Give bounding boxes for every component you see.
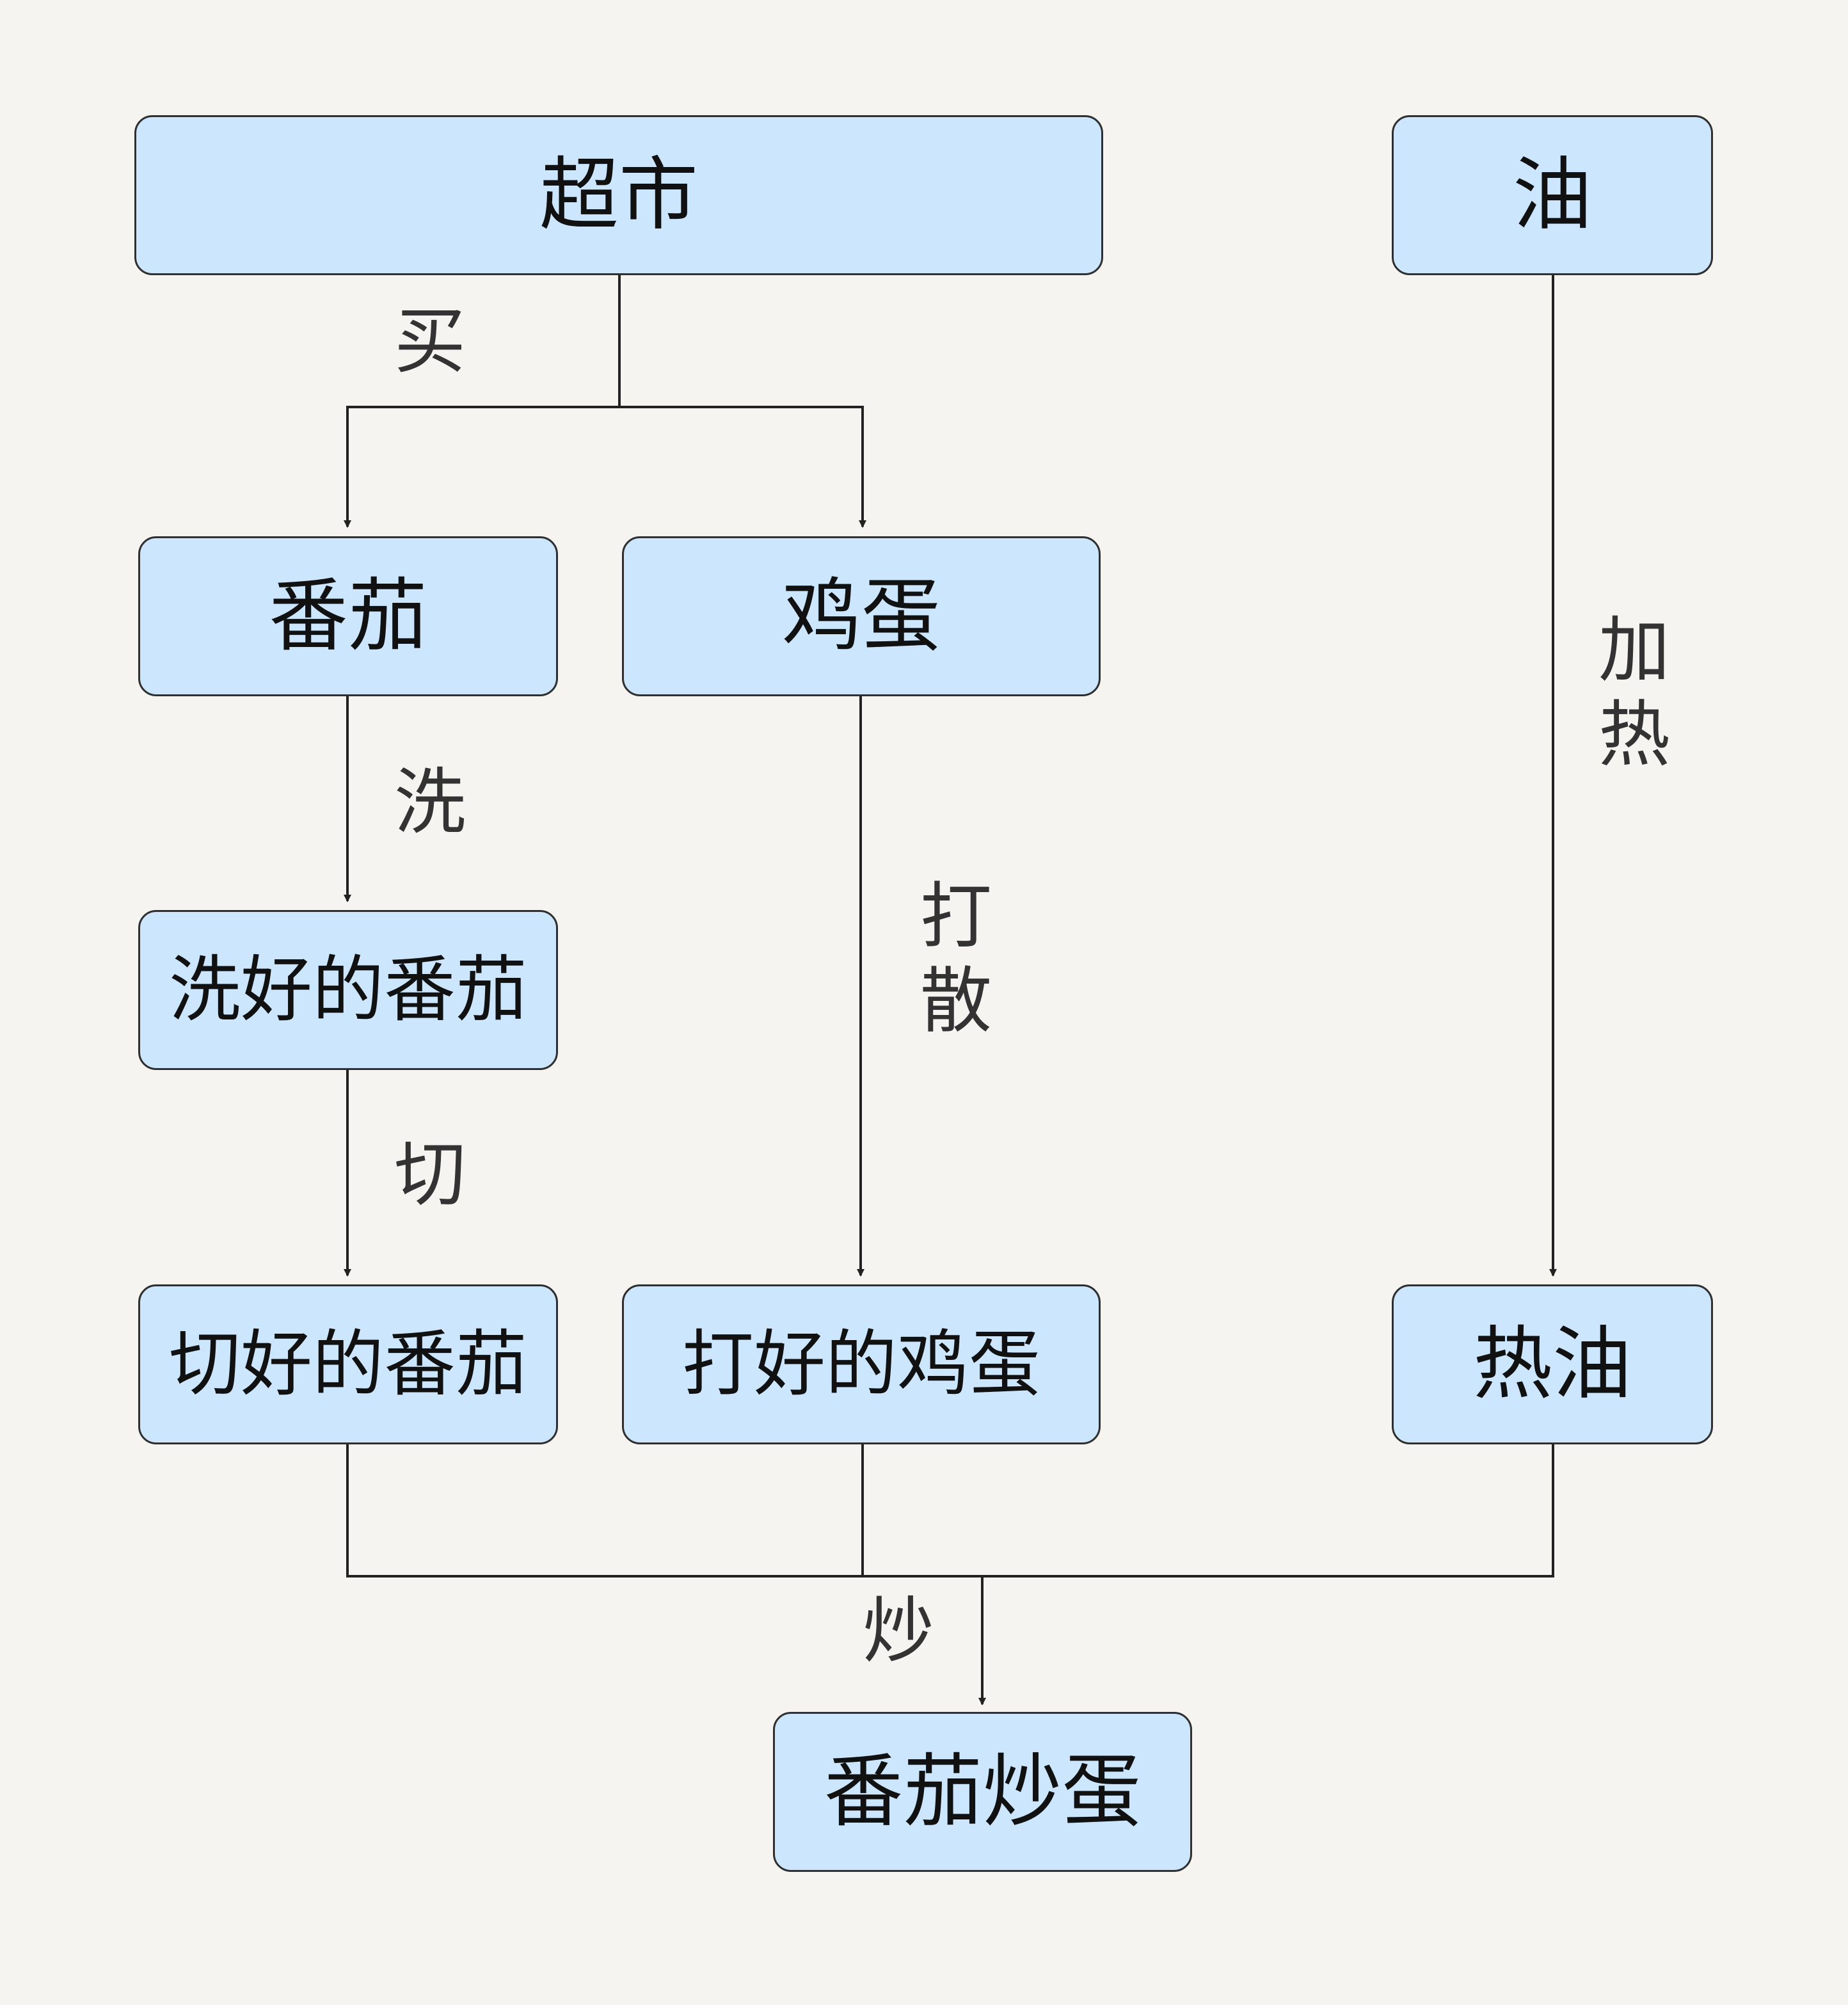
node-hot-oil: 热油	[1392, 1284, 1713, 1444]
label-beat: 打散	[908, 878, 991, 1047]
node-egg: 鸡蛋	[622, 536, 1101, 696]
node-cut-tomato: 切好的番茄	[138, 1284, 558, 1444]
node-washed-tomato: 洗好的番茄	[138, 910, 558, 1070]
label-wash: 洗	[394, 761, 466, 844]
label-buy: 买	[394, 300, 466, 383]
label-cut: 切	[394, 1133, 466, 1217]
edge-merge-bus	[346, 1444, 1554, 1578]
node-oil: 油	[1392, 115, 1713, 275]
edge-supermarket-to-egg	[619, 406, 866, 528]
label-stir-fry: 炒	[863, 1590, 934, 1673]
node-tomato: 番茄	[138, 536, 558, 696]
node-result: 番茄炒蛋	[773, 1712, 1192, 1872]
label-heat: 加热	[1586, 612, 1669, 781]
node-beaten-egg: 打好的鸡蛋	[622, 1284, 1101, 1444]
node-supermarket: 超市	[134, 115, 1103, 275]
edge-supermarket-to-tomato	[344, 275, 621, 528]
